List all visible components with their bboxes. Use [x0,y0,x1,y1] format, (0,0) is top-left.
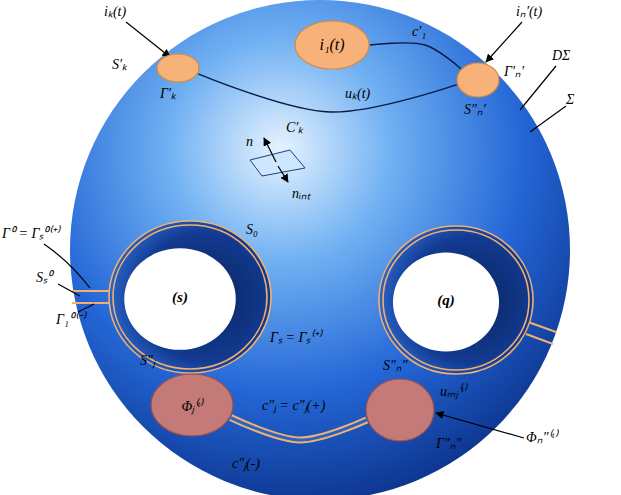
node-outline [156,53,200,83]
math-label: Γ₁⁰⁽⁻⁾ [56,312,85,327]
electrode-shape [366,379,434,441]
surface-element [250,138,305,182]
node-outline [365,378,435,442]
hole-rim [383,230,529,370]
math-label: n [246,134,253,149]
electrode: S″ₙ′ [456,62,500,98]
math-label: iₙ′(t) [516,4,542,19]
hole-opening [124,248,236,350]
math-label: iₖ(t) [104,4,126,19]
surface-curve [198,74,456,112]
math-label: Γ′ₙ′ [504,64,524,79]
hole-wall [379,226,533,374]
electrode-shape [295,21,369,69]
math-label: c″ⱼ(-) [232,456,260,471]
node-label: S′ₖ [112,57,127,72]
curve-inner [231,418,367,440]
hole-region: (s) [108,220,272,374]
math-label: Σ [566,92,574,107]
electrode: S″ₙ″ [365,378,435,442]
node-label: Φⱼ⁽ᵗ⁾ [181,399,202,414]
node-label: (q) [437,292,455,309]
math-label: Γ″ₙ″ [436,436,462,451]
hole-wall [109,221,271,373]
node-label: S″ⱼ [140,353,155,368]
math-label: Γ⁰ = Γₛ⁰⁽⁺⁾ [2,226,59,241]
node-outline [108,220,272,374]
electrode: S″ⱼΦⱼ⁽ᵗ⁾ [150,373,234,437]
hole-region: (q) [378,225,534,375]
hole-rim [113,225,267,369]
math-label: Γₛ = Γₛ⁽⁺⁾ [270,330,321,345]
leader-lines [44,22,566,438]
electrode: i₁(t) [294,20,370,70]
electrode-shape [457,63,499,97]
math-label: Γ′ₖ [160,86,176,101]
hole-cut-s [72,291,112,303]
electrode: S′ₖ [156,53,200,83]
math-label: DΣ [552,48,570,63]
math-label: nᵢₙₜ [292,186,310,201]
math-label: Φₙ″⁽ᵗ⁾ [526,430,557,445]
math-label: C′ₖ [286,120,303,135]
node-outline [456,62,500,98]
surface-curve [370,43,461,69]
hole-opening [393,253,499,352]
curve-line [198,74,456,112]
math-label: S₀ [246,222,258,237]
electrode-shape [157,54,199,82]
curve-label: c′₁ [412,24,426,39]
curve-outer [231,418,367,440]
node-label: i₁(t) [319,36,344,54]
curve-label: c″ⱼ = c″ⱼ(+) [262,398,325,413]
surface-curve [231,418,367,440]
curve-label: uₖ(t) [345,86,370,101]
node-outline [378,225,534,375]
hole-cut-q [526,322,556,344]
node-label: (s) [172,289,188,306]
math-label: uₘⱼ⁽ᵗ⁾ [440,384,466,399]
curve-line [370,43,461,69]
sphere-body [70,0,570,495]
electrode-shape [151,374,233,436]
math-label: Sₛ⁰ [36,270,52,285]
node-label: S″ₙ″ [383,358,408,373]
node-label: S″ₙ′ [464,102,486,117]
